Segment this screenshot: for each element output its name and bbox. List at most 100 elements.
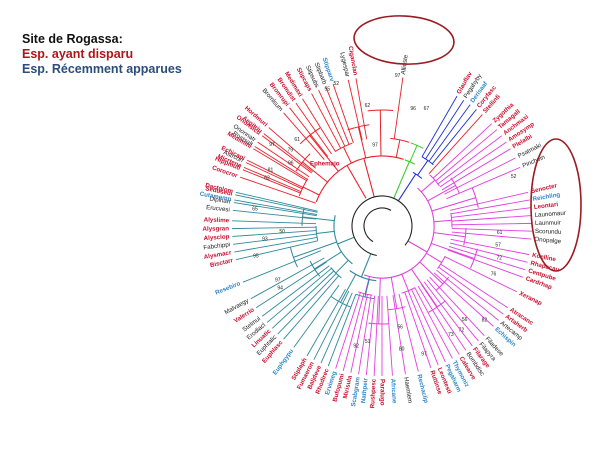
tip-label: Rechaclip: [415, 374, 429, 404]
tip-branch: [451, 231, 532, 240]
tip-label: Leontari: [533, 201, 558, 211]
bootstrap-value: 61: [497, 230, 503, 236]
tip-label: Nathpeir: [360, 377, 370, 403]
bootstrap-value: 55: [325, 87, 331, 93]
tree-tip-labels: GlauflavPegahybyDerisaafCoryfascStellinf…: [199, 46, 566, 409]
bootstrap-value: 61: [294, 137, 300, 143]
tip-branch: [451, 215, 532, 222]
bootstrap-value: 76: [491, 272, 497, 278]
sub-arc: [367, 109, 394, 112]
tip-branch: [436, 269, 499, 321]
tip-branch: [283, 112, 325, 160]
bootstrap-value: 67: [424, 106, 430, 112]
bootstrap-value: 94: [277, 286, 283, 292]
tip-branch: [365, 295, 376, 376]
tip-branch: [435, 129, 498, 182]
bootstrap-value: 97: [421, 351, 427, 357]
tree-center: [351, 195, 413, 257]
tip-label: Xeranap: [518, 290, 543, 307]
bootstrap-value: 52: [511, 174, 517, 180]
tip-label: Launomaur: [534, 210, 566, 219]
tip-label: Scorundu: [535, 228, 562, 236]
sub-stem: [433, 219, 452, 223]
bootstrap-value: 97: [372, 142, 378, 148]
tip-branch: [433, 272, 494, 327]
tip-branch: [253, 148, 307, 182]
clade-stem: [407, 240, 428, 253]
bootstrap-value: 73: [448, 332, 454, 338]
tip-branch: [283, 275, 340, 340]
bootstrap-value: 72: [497, 256, 503, 262]
tip-branch: [444, 256, 518, 293]
tip-branch: [235, 194, 318, 213]
tree-branches: [232, 77, 532, 376]
tip-branch: [263, 133, 313, 173]
tip-branch: [232, 209, 317, 220]
tip-branch: [414, 287, 453, 359]
tip-branch: [268, 127, 316, 169]
sub-stem: [379, 110, 382, 157]
tip-label: Africane: [389, 378, 398, 404]
center-arc: [404, 210, 413, 246]
tip-branch: [449, 242, 528, 263]
clade-stem: [393, 161, 410, 199]
tip-branch: [311, 93, 342, 149]
tip-branch: [451, 227, 532, 232]
tip-label: Erucvesi: [206, 204, 230, 213]
tip-branch: [446, 166, 521, 200]
tip-branch: [450, 238, 530, 256]
bootstrap-value: 95: [253, 253, 259, 259]
tip-branch: [404, 292, 432, 368]
highlight-ellipse: [353, 15, 455, 65]
bootstrap-value: 80: [399, 346, 405, 352]
tip-branch: [242, 169, 301, 194]
sub-stem: [357, 126, 367, 159]
clade-stem: [360, 253, 372, 278]
tip-branch: [392, 295, 406, 375]
tip-branch: [240, 176, 316, 204]
sub-stem: [293, 241, 337, 258]
bootstrap-value: 96: [410, 106, 416, 112]
sub-stem: [410, 268, 438, 308]
bootstrap-value: 57: [495, 243, 501, 249]
tip-branch: [232, 220, 317, 225]
tip-branch: [261, 265, 330, 317]
tip-label: Alyslime: [204, 216, 230, 224]
tip-branch: [450, 191, 529, 211]
sub-stem: [427, 184, 456, 202]
bootstrap-value: 93: [262, 236, 268, 242]
clade-stem: [337, 236, 355, 245]
bootstrap-value: 62: [264, 176, 270, 182]
tip-branch: [325, 86, 350, 145]
tip-branch: [342, 293, 365, 372]
highlight-ellipse: [530, 138, 582, 272]
sub-arc: [299, 127, 321, 145]
tip-branch: [318, 89, 346, 147]
tip-branch: [346, 165, 367, 199]
bootstrap-value: 51: [365, 339, 371, 345]
sub-stem: [364, 279, 370, 298]
center-arc: [351, 195, 409, 257]
sub-stem: [419, 261, 444, 285]
sub-stem: [417, 160, 429, 176]
sub-stem: [431, 197, 476, 212]
tip-branch: [444, 157, 516, 195]
tip-branch: [246, 159, 304, 188]
tip-branch: [266, 268, 332, 323]
tip-branch: [426, 279, 479, 342]
sub-stem: [409, 145, 418, 163]
tip-branch: [347, 79, 363, 141]
tip-branch: [421, 95, 458, 157]
tip-branch: [234, 199, 318, 215]
bootstrap-value: 97: [395, 73, 401, 79]
tip-branch: [295, 102, 332, 155]
tip-branch: [451, 207, 531, 218]
tip-label: Alysclop: [203, 233, 229, 242]
tip-branch: [437, 135, 503, 185]
sub-arc: [436, 276, 449, 291]
sub-stem: [420, 179, 436, 193]
tip-branch: [232, 230, 317, 237]
sub-stem: [302, 161, 328, 183]
sub-stem: [430, 242, 475, 260]
